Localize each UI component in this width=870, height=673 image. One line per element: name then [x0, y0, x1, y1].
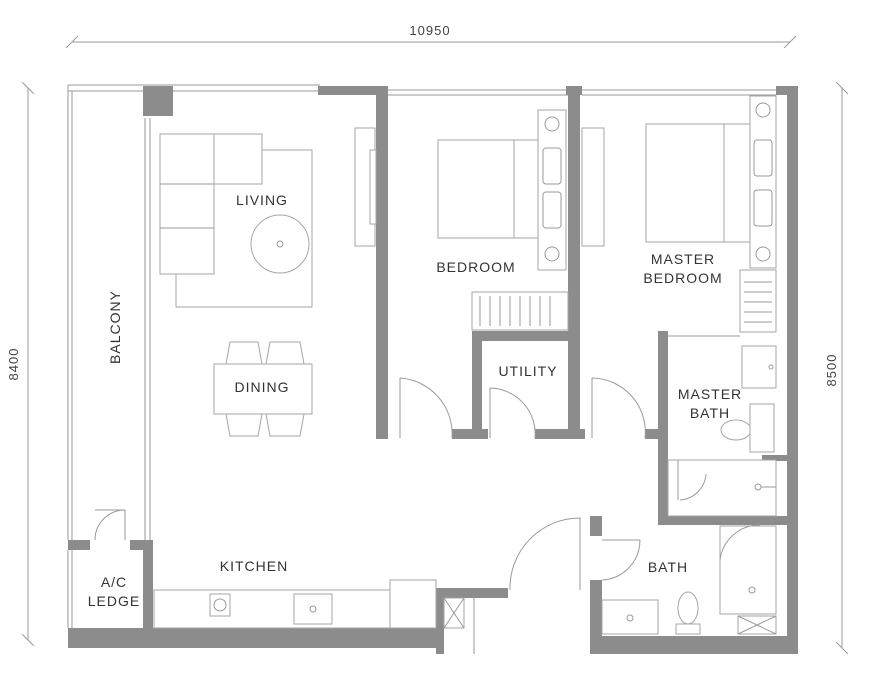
room-labels: LIVING DINING BALCONY BEDROOM MASTER BED… [88, 192, 742, 609]
label-ac-ledge-line1: A/C [101, 574, 127, 590]
label-master-bath-line1: MASTER [678, 386, 742, 402]
label-bath: BATH [648, 559, 688, 575]
label-master-bedroom-line1: MASTER [651, 251, 715, 267]
kitchen-fixtures [153, 579, 475, 654]
bedroom-furniture [437, 109, 605, 331]
label-ac-ledge-line2: LEDGE [88, 593, 140, 609]
bath-fixtures [601, 525, 777, 635]
door-swings [94, 377, 761, 591]
dimension-top-label: 10950 [409, 23, 450, 38]
label-master-bedroom-line2: BEDROOM [643, 270, 722, 286]
label-balcony: BALCONY [107, 290, 123, 364]
label-utility: UTILITY [498, 363, 557, 379]
label-dining: DINING [235, 379, 290, 395]
dimension-left: 8400 [6, 81, 35, 647]
master-bath-fixtures [667, 335, 777, 517]
label-master-bath-line2: BATH [690, 405, 730, 421]
dimension-right-label: 8500 [824, 354, 839, 387]
window-lines [67, 84, 776, 628]
walls [68, 86, 798, 654]
label-bedroom: BEDROOM [436, 259, 515, 275]
label-kitchen: KITCHEN [220, 558, 288, 574]
dining-furniture [213, 341, 313, 437]
living-furniture [159, 127, 377, 308]
dimension-left-label: 8400 [6, 348, 21, 381]
label-living: LIVING [236, 192, 288, 208]
dimension-top: 10950 [65, 23, 797, 49]
dimension-right: 8500 [824, 81, 849, 655]
master-bedroom-furniture [645, 95, 777, 333]
